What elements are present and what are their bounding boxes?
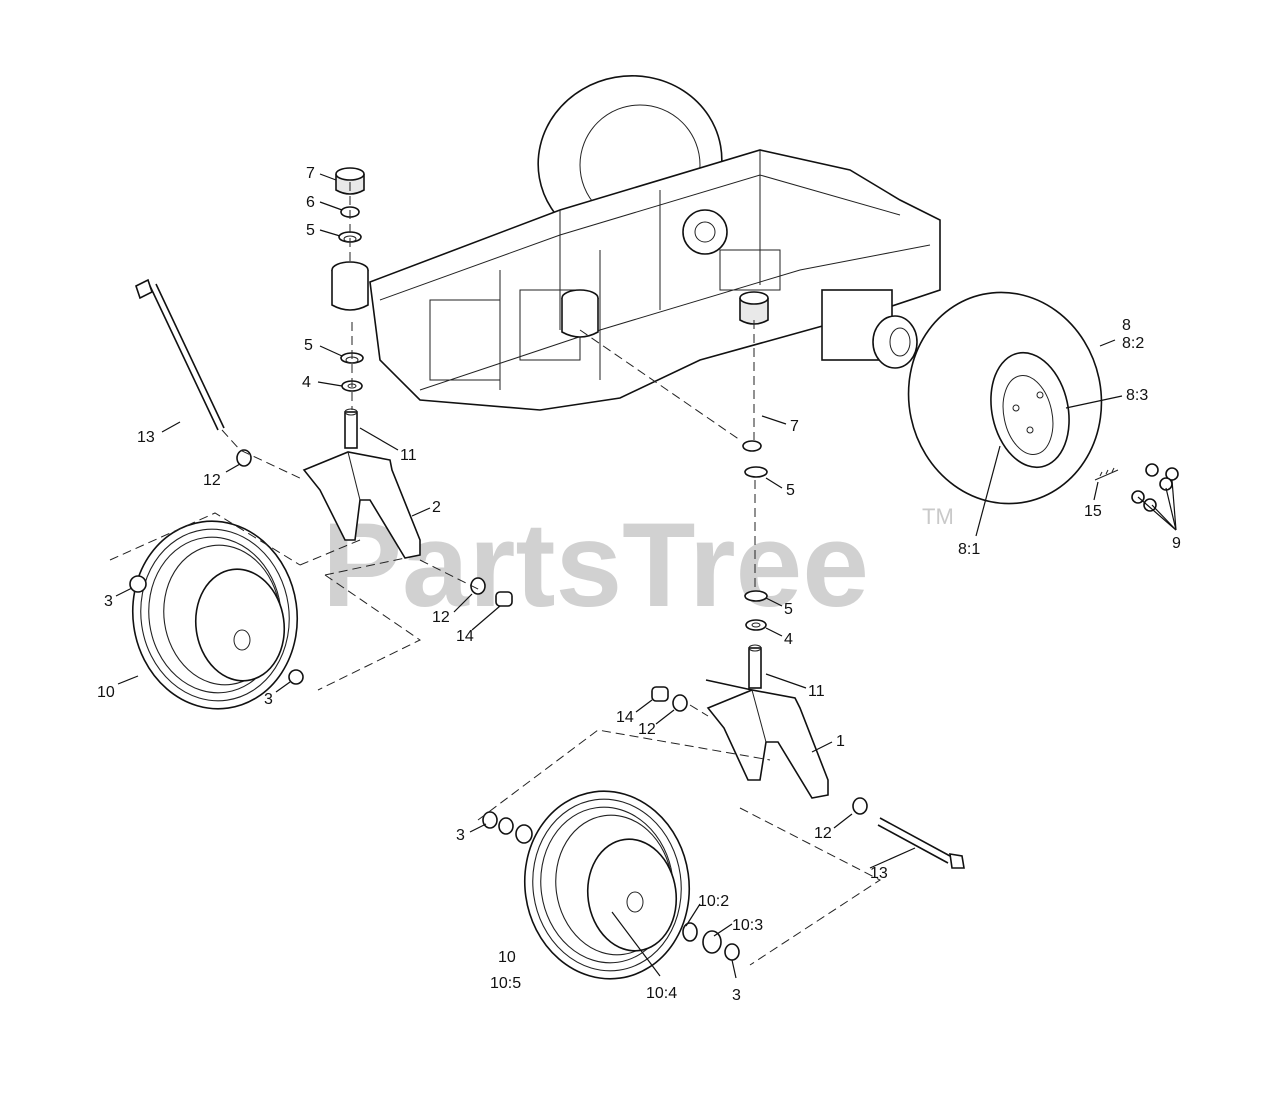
callout-12[interactable]: 12 xyxy=(814,825,832,842)
watermark-text: PartsTree xyxy=(322,498,869,632)
callout-2[interactable]: 2 xyxy=(432,499,441,516)
callout-12[interactable]: 12 xyxy=(638,721,656,738)
watermark-trademark: TM xyxy=(922,504,954,529)
callout-14[interactable]: 14 xyxy=(616,709,634,726)
callout-10-5[interactable]: 10:5 xyxy=(490,975,521,992)
rear-drive-tire xyxy=(907,291,1103,505)
left-axle-bolt xyxy=(135,278,513,607)
callout-8-3[interactable]: 8:3 xyxy=(1126,387,1148,404)
right-front-tire xyxy=(482,790,740,980)
callout-13[interactable]: 13 xyxy=(870,865,888,882)
callout-7[interactable]: 7 xyxy=(790,418,799,435)
right-axle-bolt xyxy=(877,817,965,869)
callout-6[interactable]: 6 xyxy=(306,194,315,211)
right-spacers xyxy=(651,686,868,815)
callout-10-3[interactable]: 10:3 xyxy=(732,917,763,934)
wheel-hardware xyxy=(1094,463,1179,512)
callout-10[interactable]: 10 xyxy=(498,949,516,966)
callout-10-2[interactable]: 10:2 xyxy=(698,893,729,910)
callout-3[interactable]: 3 xyxy=(104,593,113,610)
callout-11[interactable]: 11 xyxy=(400,447,417,464)
callout-3[interactable]: 3 xyxy=(264,691,273,708)
callout-10[interactable]: 10 xyxy=(97,684,115,701)
callout-13[interactable]: 13 xyxy=(137,429,155,446)
assembly-lines xyxy=(109,182,881,966)
callout-5[interactable]: 5 xyxy=(784,601,793,618)
callout-8-2[interactable]: 8:2 xyxy=(1122,335,1144,352)
leader-lines xyxy=(115,173,1177,979)
callout-4[interactable]: 4 xyxy=(784,631,793,648)
callout-8[interactable]: 8 xyxy=(1122,317,1131,334)
callout-1[interactable]: 1 xyxy=(836,733,845,750)
left-front-tire xyxy=(129,520,304,710)
callout-5[interactable]: 5 xyxy=(306,222,315,239)
callout-12[interactable]: 12 xyxy=(203,472,221,489)
right-caster-fork xyxy=(705,679,829,799)
callout-labels: 7 6 5 5 4 11 13 12 2 3 3 10 12 14 7 5 5 … xyxy=(97,165,1181,1004)
callout-9[interactable]: 9 xyxy=(1172,535,1181,552)
callout-14[interactable]: 14 xyxy=(456,628,474,645)
right-caster-stack xyxy=(739,291,769,689)
callout-5[interactable]: 5 xyxy=(304,337,313,354)
callout-11[interactable]: 11 xyxy=(808,683,825,700)
callout-4[interactable]: 4 xyxy=(302,374,311,391)
callout-15[interactable]: 15 xyxy=(1084,503,1102,520)
callout-5[interactable]: 5 xyxy=(786,482,795,499)
left-caster-fork xyxy=(302,451,421,559)
callout-3[interactable]: 3 xyxy=(456,827,465,844)
callout-10-4[interactable]: 10:4 xyxy=(646,985,677,1002)
callout-12[interactable]: 12 xyxy=(432,609,450,626)
callout-3[interactable]: 3 xyxy=(732,987,741,1004)
chassis-frame xyxy=(331,75,941,411)
callout-7[interactable]: 7 xyxy=(306,165,315,182)
callout-8-1[interactable]: 8:1 xyxy=(958,541,980,558)
